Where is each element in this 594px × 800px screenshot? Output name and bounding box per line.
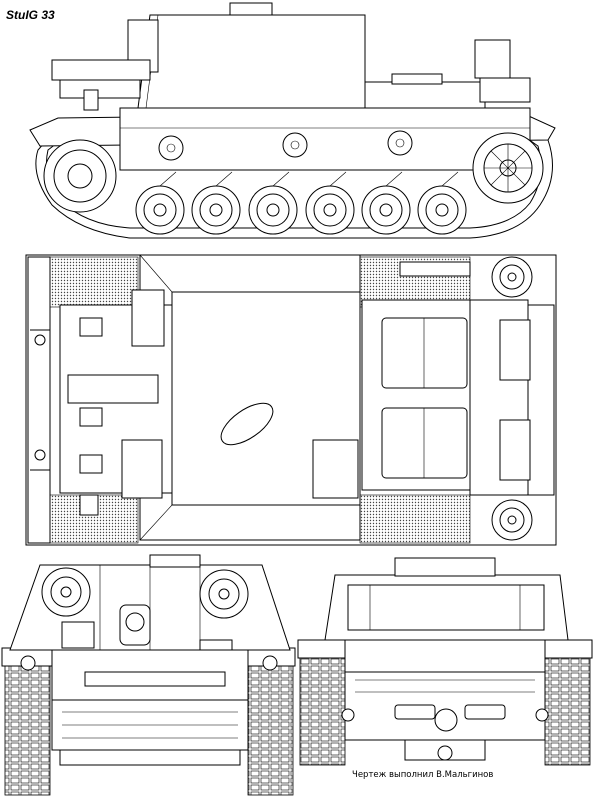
top-view [25,254,557,546]
rear-view [297,557,593,766]
side-view [29,2,556,239]
drawing-title: StuIG 33 [6,8,55,22]
front-view [1,554,296,796]
drawing-credit: Чертеж выполнил В.Мальгинов [352,770,494,780]
